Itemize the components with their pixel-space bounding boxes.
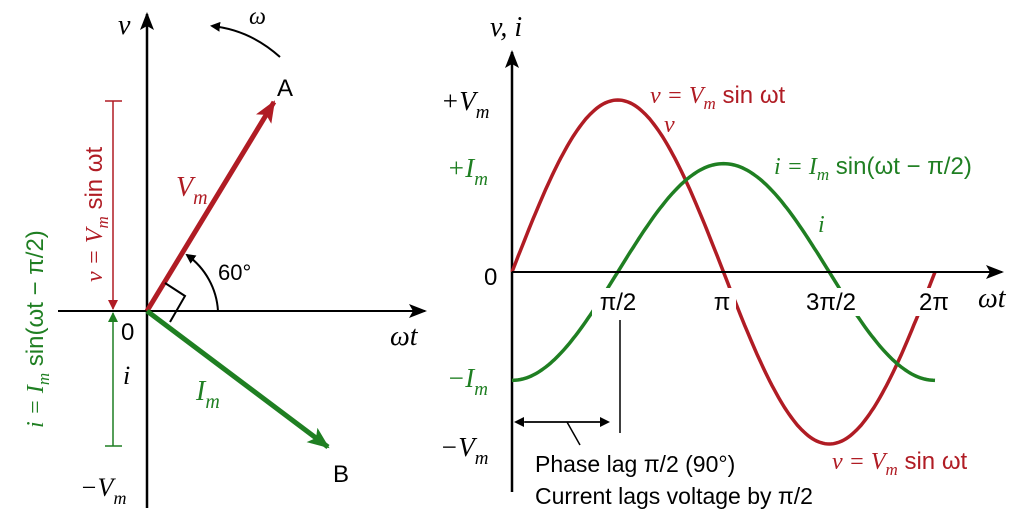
y-tick-pos-vm: +Vm xyxy=(441,86,489,123)
voltage-equation-top: v = Vm sin ωt xyxy=(650,82,786,113)
tick-2pi: 2π xyxy=(919,289,949,316)
im-phasor-arrow xyxy=(145,309,330,449)
y-tick-neg-im: −Im xyxy=(447,363,488,400)
phase-lag-leader xyxy=(566,421,581,446)
phasor-origin-label: 0 xyxy=(121,319,134,346)
im-phasor-label: Im xyxy=(195,376,220,413)
x-tick-labels: π/2 π 3π/2 2π xyxy=(592,288,958,316)
y-tick-pos-im: +Im xyxy=(447,153,488,190)
v-equation-rotated: v = Vm sin ωt xyxy=(81,146,112,282)
omega-rotation-arrow xyxy=(210,21,281,58)
omega-label: ω xyxy=(249,4,266,30)
voltage-curve-label: v xyxy=(664,112,675,138)
waveform-plot: v, i ωt 0 π/2 π 3π/2 2π +Vm +Im −Im −Vm … xyxy=(440,12,1007,509)
phasor-neg-vm-label: −Vm xyxy=(80,473,126,508)
angle-60-label: 60° xyxy=(218,260,251,285)
voltage-equation-bottom: v = Vm sin ωt xyxy=(832,448,968,479)
vm-phasor-label: Vm xyxy=(176,172,208,209)
phasor-diagram: v ωt 0 ω A B Vm Im 60° i −Vm v = Vm sin … xyxy=(22,4,427,508)
point-a-label: A xyxy=(277,75,293,102)
tick-3pi-over-2: 3π/2 xyxy=(806,289,856,316)
y-tick-neg-vm: −Vm xyxy=(440,432,488,469)
phasor-i-label: i xyxy=(123,361,130,390)
vm-phasor-arrow xyxy=(144,100,277,313)
waveform-y-axis-label: v, i xyxy=(490,12,522,43)
waveform-x-axis-label: ωt xyxy=(978,283,1007,314)
current-equation: i = Im sin(ωt − π/2) xyxy=(774,153,972,184)
phasor-v-axis-label: v xyxy=(118,10,131,41)
right-angle-mark xyxy=(164,282,187,323)
point-b-label: B xyxy=(333,461,349,488)
phasor-x-axis-label: ωt xyxy=(390,321,419,352)
waveform-zero-label: 0 xyxy=(484,264,497,291)
current-lags-note: Current lags voltage by π/2 xyxy=(535,483,813,509)
current-curve xyxy=(511,161,936,383)
tick-pi-over-2: π/2 xyxy=(600,289,637,316)
current-curve-label: i xyxy=(818,212,825,238)
i-equation-rotated: i = Im sin(ωt − π/2) xyxy=(22,230,53,428)
tick-pi: π xyxy=(714,289,731,316)
angle-60-arc xyxy=(185,253,219,312)
phase-lag-note: Phase lag π/2 (90°) xyxy=(535,451,735,477)
